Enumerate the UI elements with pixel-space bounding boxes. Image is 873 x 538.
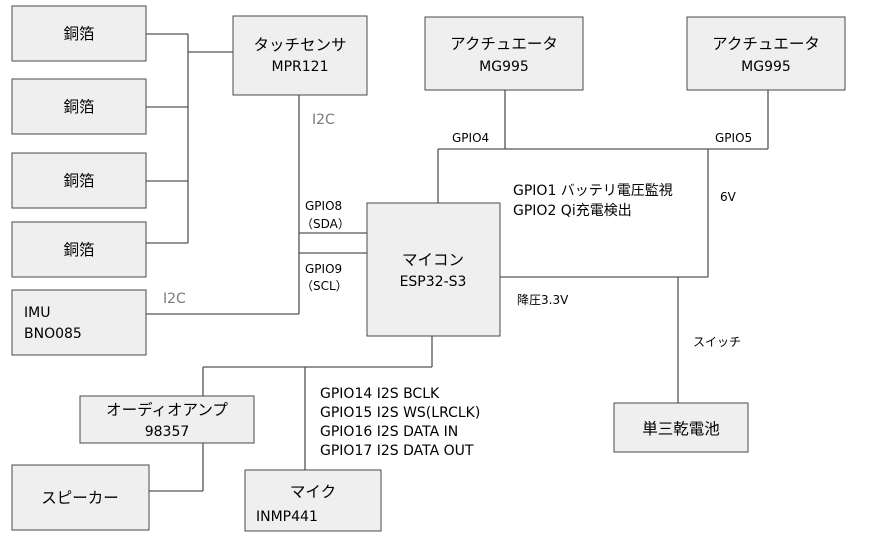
copper-pad-label: 銅箔: [63, 25, 94, 43]
i2s-ws-label: GPIO15 I2S WS(LRCLK): [320, 405, 480, 421]
audio-amp-block: オーディオアンプ 98357: [79, 395, 255, 444]
touch-sensor-model: MPR121: [272, 59, 329, 75]
i2c-label-touch: I2C: [312, 112, 335, 128]
imu-block: IMU BNO085: [11, 289, 147, 356]
i2s-bclk-label: GPIO14 I2S BCLK: [320, 386, 440, 402]
actuator-model: MG995: [479, 59, 529, 75]
speaker-label: スピーカー: [41, 489, 119, 507]
copper-pad-3: 銅箔: [11, 152, 147, 209]
imu-model: BNO085: [24, 326, 82, 342]
imu-title: IMU: [24, 305, 50, 321]
gpio5-label: GPIO5: [715, 131, 752, 145]
actuator-block-2: アクチュエータ MG995: [686, 16, 846, 91]
touch-sensor-block: タッチセンサ MPR121: [232, 15, 368, 96]
actuator-model: MG995: [741, 59, 791, 75]
copper-pad-label: 銅箔: [63, 172, 94, 190]
copper-pad-4: 銅箔: [11, 221, 147, 278]
audio-amp-title: オーディオアンプ: [106, 400, 228, 419]
switch-label: スイッチ: [693, 335, 741, 349]
battery-block: 単三乾電池: [613, 402, 749, 453]
wire-labels: I2C I2C GPIO4 GPIO5 GPIO8 （SDA） GPIO9 （S…: [163, 112, 752, 459]
scl-label: （SCL）: [301, 279, 348, 293]
mic-block: マイク INMP441: [244, 469, 382, 532]
gpio1-label: GPIO1 バッテリ電圧監視: [513, 182, 673, 199]
voltage-6v-label: 6V: [720, 190, 737, 204]
wires: [146, 33, 769, 492]
copper-pad-2: 銅箔: [11, 78, 147, 135]
i2s-data-in-label: GPIO16 I2S DATA IN: [320, 424, 458, 440]
audio-amp-model: 98357: [145, 424, 190, 440]
mcu-model: ESP32-S3: [400, 274, 467, 290]
mcu-block: マイコン ESP32-S3: [366, 202, 501, 337]
mic-model: INMP441: [256, 509, 318, 525]
actuator-title: アクチュエータ: [450, 35, 558, 53]
actuator-block-1: アクチュエータ MG995: [424, 16, 584, 91]
actuator-title: アクチュエータ: [712, 35, 820, 53]
touch-sensor-title: タッチセンサ: [253, 36, 346, 54]
step-down-label: 降圧3.3V: [517, 293, 569, 307]
mcu-title: マイコン: [402, 251, 464, 269]
battery-label: 単三乾電池: [642, 420, 720, 438]
copper-pad-label: 銅箔: [63, 241, 94, 259]
gpio9-label: GPIO9: [305, 262, 342, 276]
copper-pad-1: 銅箔: [11, 5, 147, 62]
copper-pad-label: 銅箔: [63, 98, 94, 116]
i2s-data-out-label: GPIO17 I2S DATA OUT: [320, 443, 474, 459]
i2c-label-imu: I2C: [163, 291, 186, 307]
speaker-block: スピーカー: [11, 464, 150, 531]
sda-label: （SDA）: [301, 217, 350, 231]
mic-title: マイク: [290, 483, 336, 501]
gpio4-label: GPIO4: [452, 131, 489, 145]
gpio2-label: GPIO2 Qi充電検出: [513, 203, 632, 219]
gpio8-label: GPIO8: [305, 199, 342, 213]
